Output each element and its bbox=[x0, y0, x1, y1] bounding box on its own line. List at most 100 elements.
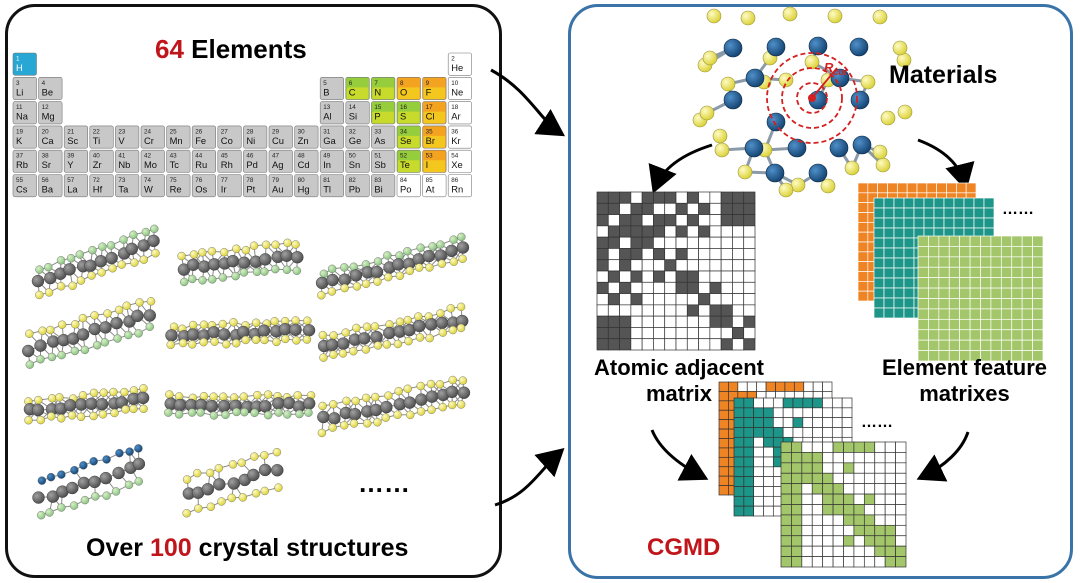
element-symbol: Tc bbox=[170, 159, 180, 170]
element-symbol: Pb bbox=[349, 184, 360, 195]
element-symbol: P bbox=[374, 111, 380, 122]
element-number: 76 bbox=[195, 177, 203, 184]
element-cell-s: 16S bbox=[396, 101, 421, 125]
element-symbol: In bbox=[323, 159, 331, 170]
more-structures-ellipsis: …… bbox=[358, 468, 410, 498]
element-symbol: Kr bbox=[451, 135, 460, 146]
element-symbol: Ag bbox=[272, 159, 283, 170]
element-number: 20 bbox=[42, 128, 50, 135]
element-symbol: Bi bbox=[374, 184, 382, 195]
element-symbol: Fe bbox=[195, 135, 206, 146]
crystal-structure-thumbnail bbox=[315, 232, 470, 300]
element-symbol: Te bbox=[400, 159, 410, 170]
element-symbol: Sc bbox=[67, 135, 78, 146]
element-symbol: Zr bbox=[93, 159, 102, 170]
element-number: 52 bbox=[400, 153, 408, 160]
element-symbol: W bbox=[144, 184, 153, 195]
element-symbol: Ca bbox=[42, 135, 55, 146]
element-symbol: Pt bbox=[246, 184, 255, 195]
element-number: 35 bbox=[426, 128, 434, 135]
element-number: 57 bbox=[67, 177, 75, 184]
element-number: 19 bbox=[16, 128, 24, 135]
crystal-structure-thumbnail bbox=[182, 447, 284, 518]
element-number: 56 bbox=[42, 177, 50, 184]
element-number: 43 bbox=[170, 153, 178, 160]
atomic-adjacent-matrix-label: Atomic adjacent matrix bbox=[574, 355, 784, 407]
element-symbol: Cu bbox=[272, 135, 284, 146]
element-number: 72 bbox=[93, 177, 101, 184]
element-symbol: Nb bbox=[118, 159, 130, 170]
element-number: 86 bbox=[451, 177, 459, 184]
element-symbol: Ba bbox=[42, 184, 54, 195]
element-cell-b: 5B bbox=[319, 77, 345, 100]
element-symbol: Ge bbox=[349, 135, 362, 146]
element-symbol: Tl bbox=[323, 184, 331, 195]
element-symbol: Sb bbox=[374, 159, 385, 170]
element-number: 51 bbox=[374, 153, 382, 160]
element-number: 37 bbox=[16, 153, 24, 160]
element-symbol: H bbox=[16, 62, 23, 73]
element-number: 34 bbox=[400, 128, 408, 135]
material-molecule: Rcut bbox=[692, 6, 913, 198]
feature-label-line1: Element feature bbox=[881, 355, 1048, 380]
element-cell-p: 15P bbox=[371, 101, 396, 125]
element-symbol: K bbox=[16, 135, 23, 146]
element-cell-li: 3Li bbox=[12, 77, 37, 100]
element-number: 18 bbox=[451, 104, 459, 111]
element-number: 47 bbox=[272, 153, 280, 160]
more-feature-matrices-ellipsis: …… bbox=[1002, 201, 1034, 218]
element-number: 48 bbox=[298, 153, 306, 160]
element-symbol: V bbox=[118, 135, 125, 146]
element-symbol: Cd bbox=[298, 159, 310, 170]
element-number: 9 bbox=[426, 80, 430, 87]
element-number: 50 bbox=[349, 153, 357, 160]
element-symbol: Mg bbox=[42, 111, 55, 122]
element-number: 79 bbox=[272, 177, 280, 184]
element-symbol: Sr bbox=[42, 159, 51, 170]
structures-suffix: crystal structures bbox=[191, 534, 409, 562]
materials-label: Materials bbox=[889, 61, 998, 89]
element-symbol: C bbox=[349, 86, 356, 97]
arrow-to-adjacent-matrix bbox=[648, 143, 713, 194]
element-number: 78 bbox=[246, 177, 254, 184]
element-symbol: At bbox=[426, 184, 435, 195]
element-number: 6 bbox=[349, 80, 353, 87]
element-symbol: Ru bbox=[195, 159, 207, 170]
element-symbol: S bbox=[400, 111, 406, 122]
structures-count: 100 bbox=[149, 534, 192, 562]
element-symbol: Pd bbox=[246, 159, 257, 170]
element-symbol: Hg bbox=[298, 184, 310, 195]
element-symbol: Y bbox=[67, 159, 74, 170]
element-number: 40 bbox=[93, 153, 101, 160]
atomic-adjacent-matrix bbox=[596, 191, 756, 351]
element-cell-k: 19K bbox=[12, 125, 37, 149]
element-number: 5 bbox=[323, 80, 327, 87]
element-number: 21 bbox=[67, 128, 75, 135]
element-symbol: Po bbox=[400, 184, 411, 195]
element-number: 33 bbox=[374, 128, 382, 135]
element-symbol: Ir bbox=[221, 184, 227, 195]
element-number: 23 bbox=[118, 128, 126, 135]
